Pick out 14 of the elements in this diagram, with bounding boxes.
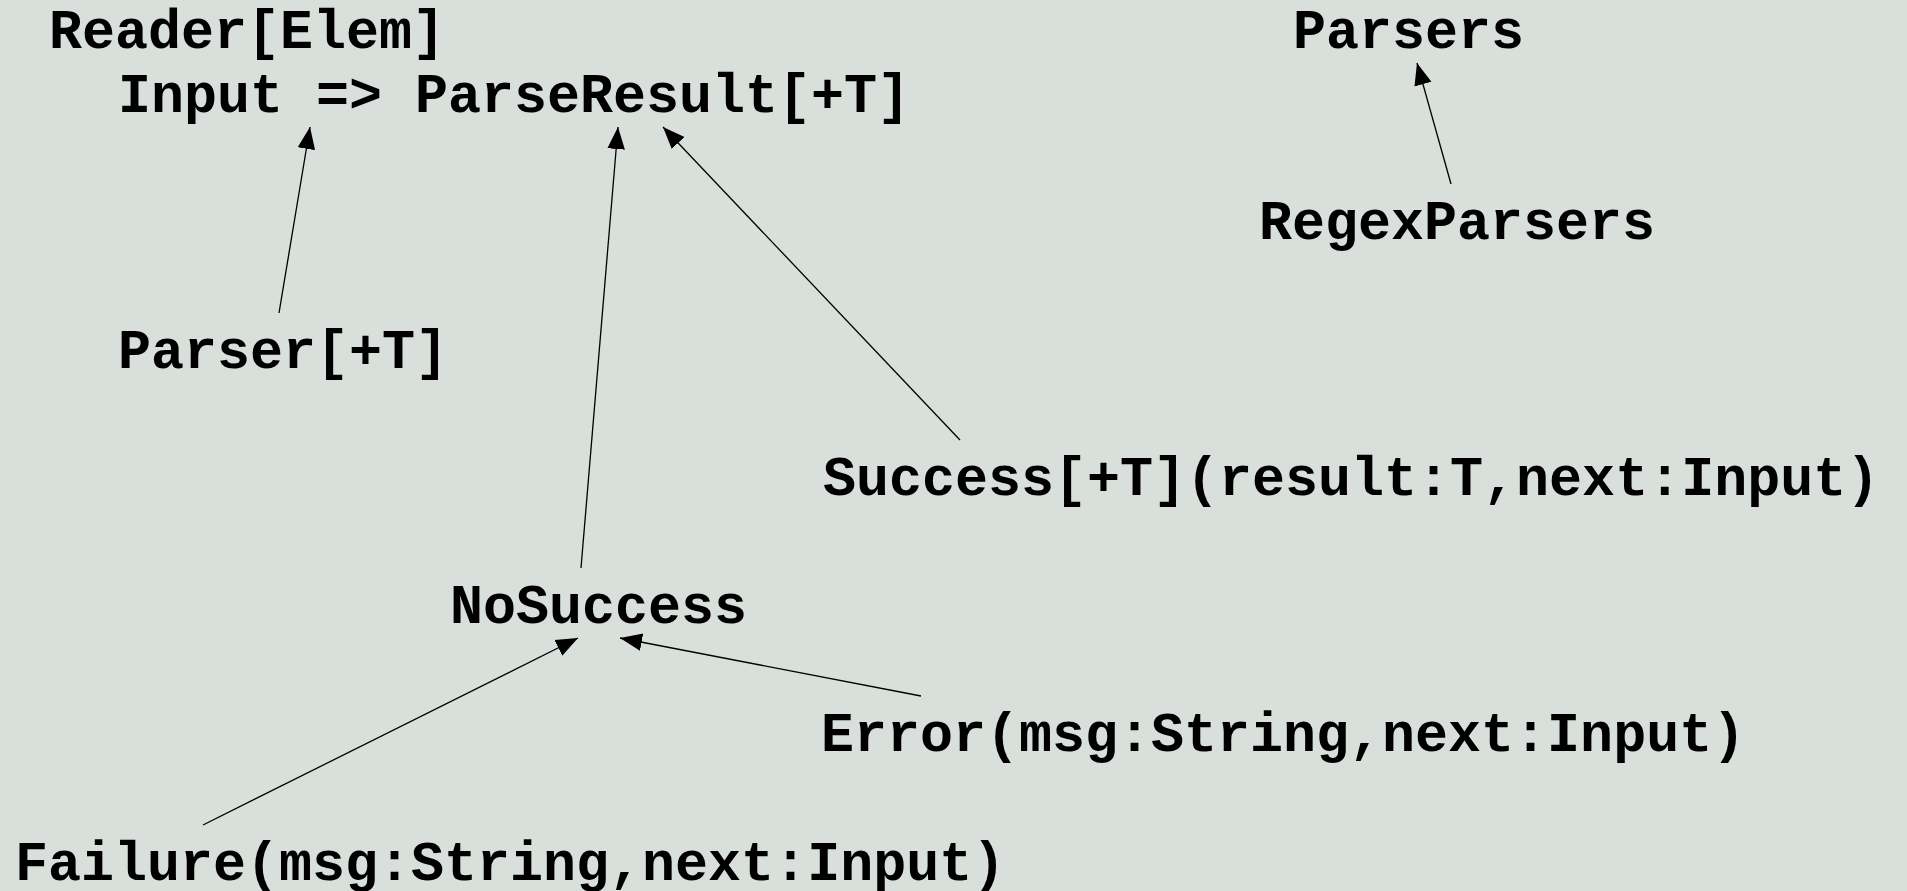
class-label: RegexParsers (1259, 197, 1656, 252)
inheritance-arrow (278, 126, 316, 314)
class-label: NoSuccess (450, 581, 748, 636)
inheritance-arrow (1414, 62, 1452, 185)
inheritance-arrow (202, 637, 579, 826)
class-label: Parser[+T] (118, 326, 449, 381)
inheritance-arrow (619, 633, 922, 697)
type-label: Reader[Elem] (49, 6, 446, 61)
inheritance-arrow (580, 126, 625, 569)
class-label: Parsers (1293, 6, 1525, 61)
class-label: Success[+T](result:T,next:Input) (823, 453, 1880, 508)
inheritance-arrow (662, 126, 961, 441)
class-label: Error(msg:String,next:Input) (821, 709, 1746, 764)
class-label: Input => ParseResult[+T] (118, 70, 911, 125)
